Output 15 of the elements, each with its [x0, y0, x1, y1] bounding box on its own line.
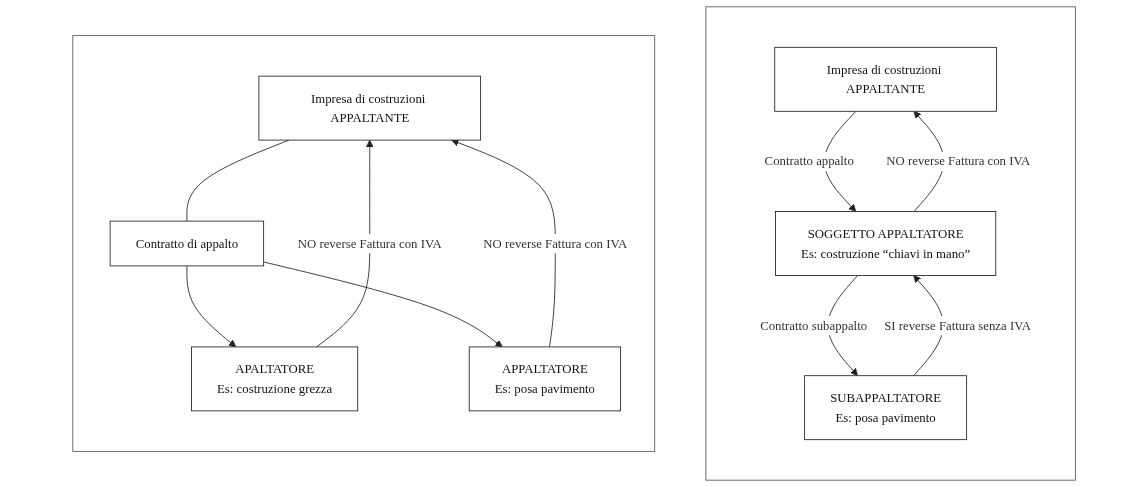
cluster [705, 6, 1076, 481]
cluster [72, 35, 656, 452]
edge-label: NO reverse Fattura con IVA [886, 154, 1031, 169]
node-box: APALTATORE Es: costruzione grezza [190, 346, 359, 412]
edge-label: Contratto subappalto [760, 318, 868, 333]
edge-label: Contratto appalto [764, 154, 854, 169]
edge-label: NO reverse Fattura con IVA [297, 236, 442, 251]
node-box: APPALTATORE Es: posa pavimento [468, 346, 621, 412]
node-box: Impresa di costruzioni APPALTANTE [258, 75, 481, 141]
edge-label: NO reverse Fattura con IVA [483, 236, 628, 251]
node-box: Contratto di appalto [109, 220, 264, 267]
edge-label: SI reverse Fattura senza IVA [884, 318, 1031, 333]
node-box: SOGGETTO APPALTATORE Es: costruzione “chiavi in mano” [774, 211, 997, 276]
node-box: Impresa di costruzioni APPALTANTE [774, 46, 997, 112]
node-box: SUBAPPALTATORE Es: posa pavimento [804, 375, 967, 441]
